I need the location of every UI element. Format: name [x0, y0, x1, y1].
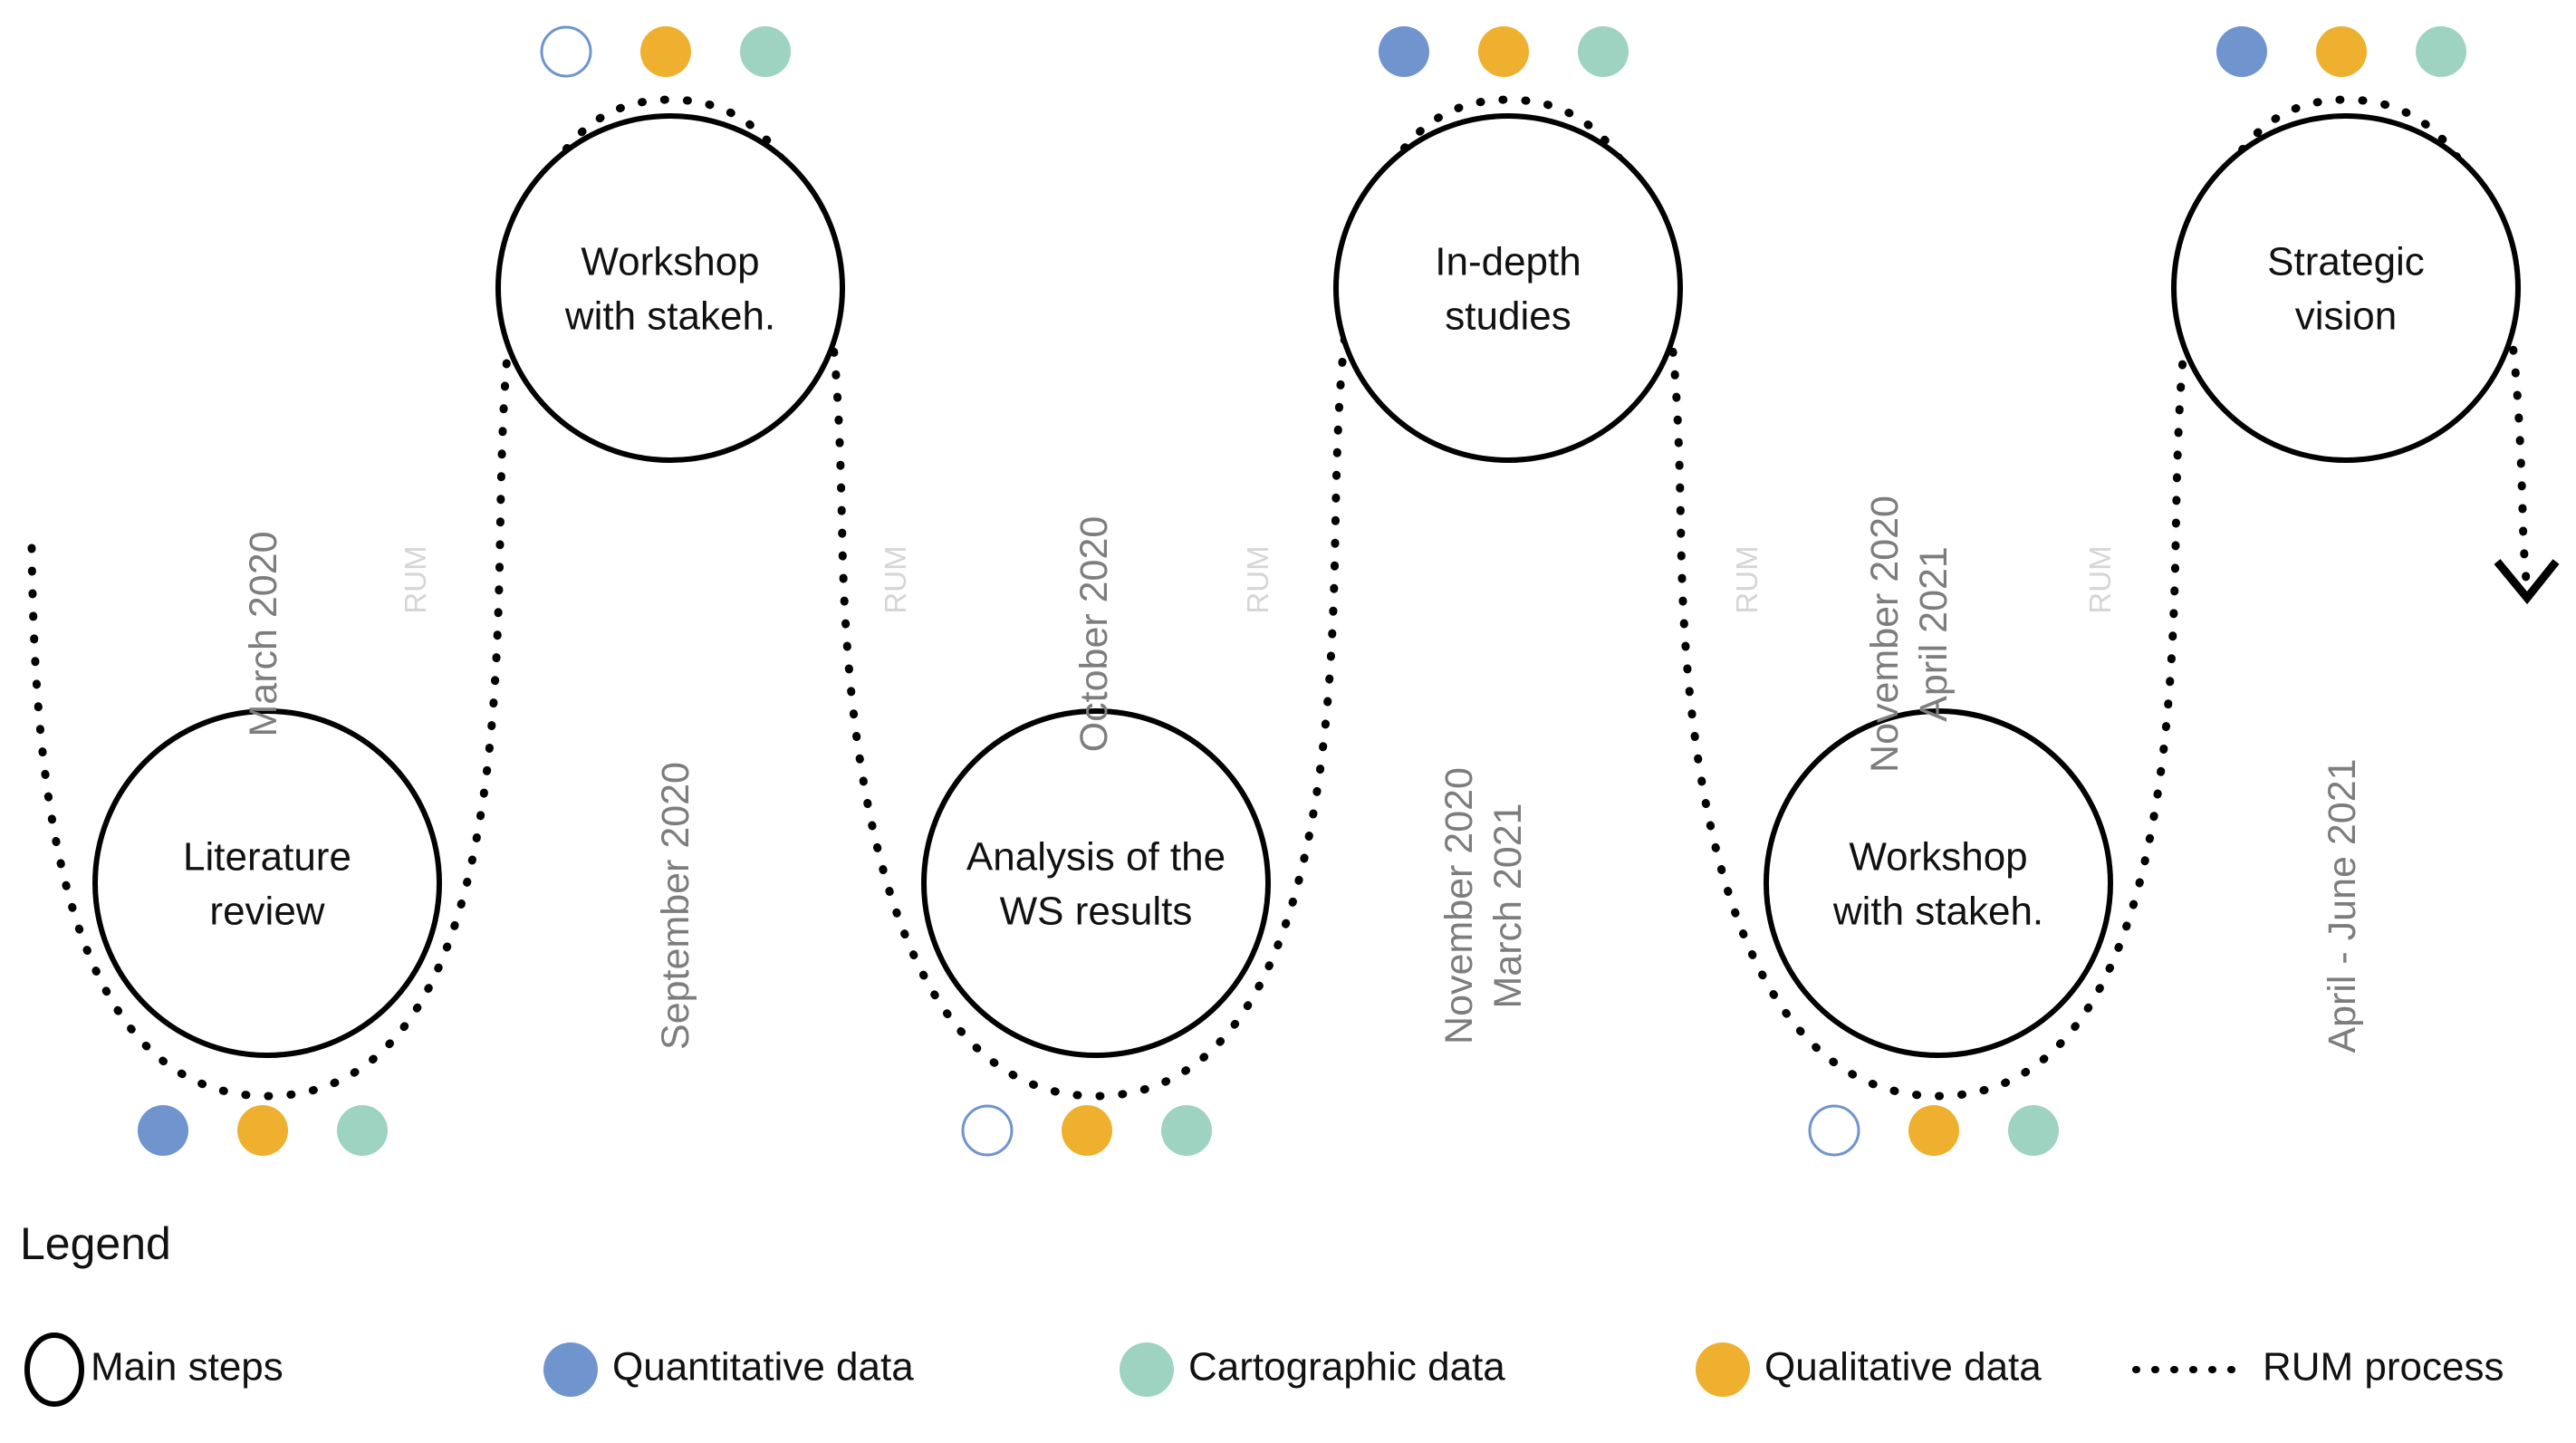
step-label-line2-analysis-of-ws-results: WS results — [1000, 890, 1193, 934]
step-date-in-depth-studies-0: November 2020 — [1437, 767, 1481, 1044]
step-date-workshop-with-stakeholders-2-1: April 2021 — [1912, 546, 1956, 722]
step-label-line2-strategic-vision: vision — [2295, 294, 2398, 339]
step-date-in-depth-studies-1: March 2021 — [1486, 803, 1530, 1008]
step-label-line2-workshop-with-stakeholders-2: with stakeh. — [1832, 890, 2043, 934]
step-label-line1-literature-review: Literature — [183, 835, 351, 880]
rum-process-path — [27, 95, 2532, 1101]
data-dot-qualitative-filled[interactable] — [640, 26, 691, 77]
step-date-workshop-with-stakeholders-2-0: November 2020 — [1863, 495, 1907, 773]
data-dot-qualitative-filled[interactable] — [1478, 26, 1529, 77]
data-dot-qualitative-filled[interactable] — [1908, 1105, 1959, 1156]
step-circle-literature-review[interactable] — [92, 708, 442, 1058]
data-dot-cartographic-filled[interactable] — [1161, 1105, 1212, 1156]
step-label-line2-workshop-with-stakeholders-1: with stakeh. — [564, 294, 775, 339]
legend-title: Legend — [20, 1218, 171, 1269]
data-dot-cartographic-filled[interactable] — [740, 26, 791, 77]
rum-process-path-group — [27, 95, 2560, 1101]
step-label-line1-workshop-with-stakeholders-1: Workshop — [581, 240, 759, 284]
legend-label-qualitative-data: Qualitative data — [1764, 1345, 2042, 1390]
data-dot-qualitative-filled[interactable] — [237, 1105, 288, 1156]
step-date-workshop-with-stakeholders-1-0: September 2020 — [654, 762, 697, 1050]
rum-connector-label-1: RUM — [879, 545, 912, 613]
legend-item-quantitative-data: Quantitative data — [543, 1342, 914, 1397]
rum-connector-labels: RUM RUM RUM RUM RUM — [399, 545, 2117, 613]
step-circle-strategic-vision[interactable] — [2171, 113, 2521, 463]
legend-label-rum-process: RUM process — [2263, 1345, 2504, 1390]
data-dot-qualitative-filled[interactable] — [1062, 1105, 1112, 1156]
quantitative-dot-icon — [543, 1342, 598, 1397]
step-date-strategic-vision-0: April - June 2021 — [2321, 758, 2364, 1053]
legend-label-quantitative-data: Quantitative data — [612, 1345, 914, 1390]
rum-connector-label-4: RUM — [2083, 545, 2117, 613]
legend-item-rum-process: RUM process — [2132, 1345, 2504, 1390]
data-dot-quantitative-filled[interactable] — [2216, 26, 2267, 77]
data-dot-qualitative-filled[interactable] — [2316, 26, 2367, 77]
step-label-line2-in-depth-studies: studies — [1445, 294, 1571, 339]
legend-item-main-steps: Main steps — [24, 1332, 284, 1407]
arrow-head-icon — [2494, 559, 2560, 605]
legend-item-qualitative-data: Qualitative data — [1696, 1342, 2042, 1397]
step-circle-workshop-with-stakeholders-2[interactable] — [1764, 708, 2113, 1058]
step-circle-workshop-with-stakeholders-1[interactable] — [495, 113, 845, 463]
legend: Legend Main steps Quantitative data Cart… — [20, 1218, 2504, 1407]
data-dot-quantitative-hollow[interactable] — [1808, 1104, 1860, 1157]
main-steps-ring-icon — [24, 1332, 84, 1407]
step-label-line1-strategic-vision: Strategic — [2267, 240, 2425, 284]
step-date-analysis-of-ws-results-0: October 2020 — [1072, 516, 1116, 753]
step-label-line1-in-depth-studies: In-depth — [1435, 240, 1581, 284]
step-circle-analysis-of-ws-results[interactable] — [921, 708, 1271, 1058]
data-dot-quantitative-hollow[interactable] — [540, 25, 592, 78]
step-date-literature-review-0: March 2020 — [242, 531, 285, 736]
step-label-line1-analysis-of-ws-results: Analysis of the — [966, 835, 1226, 880]
cartographic-dot-icon — [1120, 1342, 1174, 1397]
qualitative-dot-icon — [1696, 1342, 1750, 1397]
step-node-analysis-of-ws-results: Analysis of the WS results October 2020 — [921, 516, 1271, 1157]
data-dot-cartographic-filled[interactable] — [1578, 26, 1629, 77]
data-dot-cartographic-filled[interactable] — [2416, 26, 2466, 77]
data-dot-cartographic-filled[interactable] — [2008, 1105, 2059, 1156]
rum-connector-label-3: RUM — [1730, 545, 1764, 613]
rum-connector-label-2: RUM — [1241, 545, 1274, 613]
step-label-line1-workshop-with-stakeholders-2: Workshop — [1849, 835, 2027, 880]
step-node-literature-review: Literature review March 2020 — [92, 531, 442, 1156]
legend-item-cartographic-data: Cartographic data — [1120, 1342, 1505, 1397]
data-dot-cartographic-filled[interactable] — [337, 1105, 388, 1156]
step-circle-in-depth-studies[interactable] — [1333, 113, 1683, 463]
data-dot-quantitative-filled[interactable] — [138, 1105, 188, 1156]
data-dot-quantitative-filled[interactable] — [1379, 26, 1429, 77]
step-node-workshop-with-stakeholders-1: Workshop with stakeh. September 2020 — [495, 25, 845, 1050]
data-dot-quantitative-hollow[interactable] — [961, 1104, 1014, 1157]
rum-connector-label-0: RUM — [399, 545, 432, 613]
legend-label-main-steps: Main steps — [91, 1345, 284, 1390]
legend-label-cartographic-data: Cartographic data — [1188, 1345, 1505, 1390]
step-label-line2-literature-review: review — [209, 890, 324, 934]
